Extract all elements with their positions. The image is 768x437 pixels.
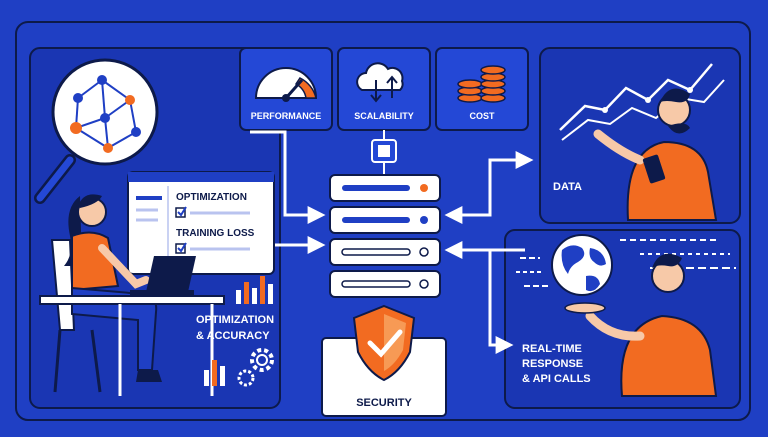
optimization-label-line1: OPTIMIZATION (196, 314, 274, 326)
security-box: SECURITY (321, 304, 447, 417)
metric-cost: COST (435, 47, 529, 131)
man-holding-globe (564, 253, 718, 397)
realtime-label-line2: RESPONSE (522, 358, 583, 370)
bar-chart-icon (204, 360, 225, 386)
server-stack (329, 174, 441, 298)
laptop-icon (130, 256, 196, 296)
training-monitor: OPTIMIZATION TRAINING LOSS (127, 171, 275, 275)
metric-performance: PERFORMANCE (239, 47, 333, 131)
data-stream-lines (516, 239, 736, 287)
security-label: SECURITY (356, 397, 412, 409)
realtime-label-line3: & API CALLS (522, 373, 591, 385)
gear-icon (237, 348, 274, 387)
metric-label: PERFORMANCE (251, 111, 322, 121)
phone-icon (642, 154, 666, 184)
realtime-label-line1: REAL-TIME (522, 343, 582, 355)
gauge-icon (254, 67, 318, 102)
globe-icon (551, 234, 613, 296)
monitor-line1: OPTIMIZATION (176, 192, 247, 203)
cloud-sync-icon (356, 62, 404, 103)
bar-chart-icon (236, 276, 273, 304)
metric-label: SCALABILITY (354, 111, 414, 121)
magnifier-network-icon (34, 58, 159, 204)
checkbox-icon (175, 207, 186, 218)
flow-arrows (250, 130, 534, 354)
metric-label: COST (469, 111, 495, 121)
outer-frame (15, 21, 751, 421)
coins-icon (457, 65, 506, 103)
shield-check-icon (352, 304, 416, 382)
chip-icon (371, 130, 397, 176)
monitor-line2: TRAINING LOSS (176, 228, 255, 239)
line-chart-icon (559, 63, 725, 141)
checkbox-icon (175, 243, 186, 254)
man-with-phone (593, 88, 718, 221)
data-label: DATA (553, 181, 582, 193)
metric-scalability: SCALABILITY (337, 47, 431, 131)
optimization-label-line2: & ACCURACY (196, 330, 270, 342)
